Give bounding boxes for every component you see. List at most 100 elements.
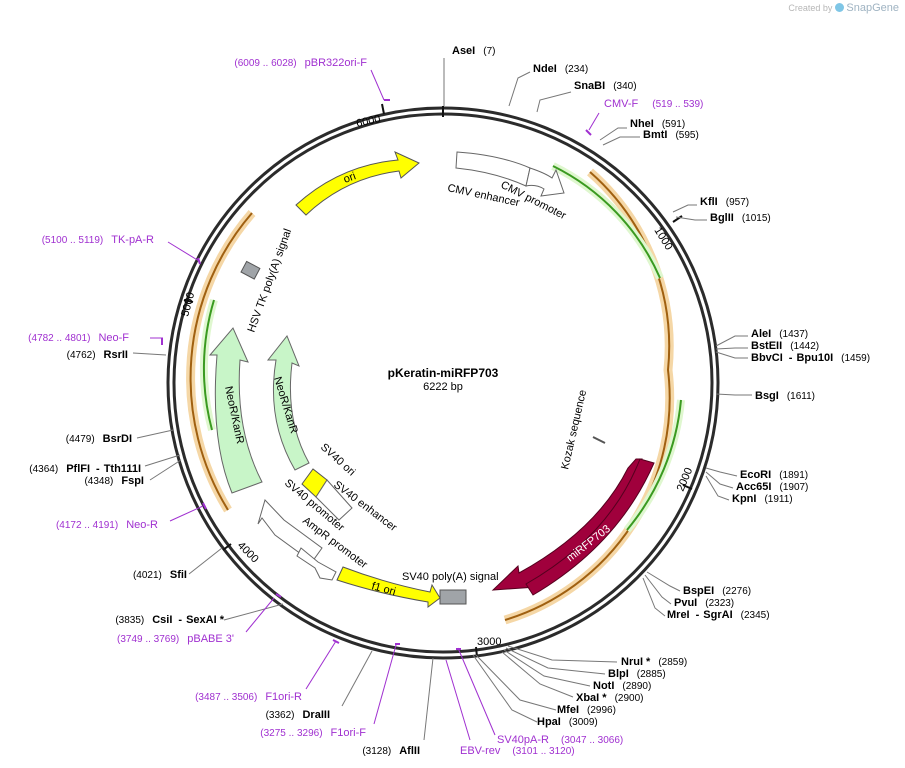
- f1-ori-feature[interactable]: [336, 566, 441, 608]
- svg-text:(3362)DraIII: (3362)DraIII: [266, 709, 330, 721]
- site-fspI[interactable]: FspI: [121, 475, 144, 487]
- svg-text:(5100 .. 5119)TK-pA-R: (5100 .. 5119) TK-pA-R: [42, 234, 154, 246]
- site-hpaI-pos: (3009): [569, 717, 598, 728]
- primer-labels: (6009 .. 6028) pBR322ori-F CMV-F(519 .. 5…: [28, 57, 703, 757]
- site-pflfI[interactable]: PflFI: [66, 463, 90, 475]
- site-sexaI[interactable]: SexAI *: [186, 614, 225, 626]
- site-notI-pos: (2890): [622, 681, 651, 692]
- primer-tk-pa-r[interactable]: TK-pA-R: [111, 234, 154, 246]
- site-bsgI-pos: (1611): [787, 391, 815, 402]
- site-bpu10I[interactable]: Bpu10I: [796, 352, 833, 364]
- primer-tk-pa-r-range: (5100 .. 5119): [42, 235, 104, 246]
- primer-ebv-rev[interactable]: EBV-rev: [460, 745, 501, 757]
- svg-text:BglII(1015): BglII(1015): [710, 212, 771, 224]
- kozak-label: Kozak sequence: [559, 389, 589, 471]
- site-leaders: [132, 58, 752, 741]
- site-aseI-pos: (7): [483, 46, 495, 57]
- svg-text:NotI(2890): NotI (2890): [593, 680, 651, 692]
- sv40-enhancer-feature[interactable]: [315, 479, 353, 521]
- svg-text:BstEII(1442): BstEII (1442): [751, 340, 819, 352]
- cmv-promoter-feature[interactable]: [525, 167, 565, 197]
- site-aleI-pos: (1437): [779, 329, 808, 340]
- site-bsrdI[interactable]: BsrDI: [103, 433, 132, 445]
- site-pvuI[interactable]: PvuI: [674, 597, 697, 609]
- site-aflII[interactable]: AflII: [399, 745, 420, 757]
- site-nheI[interactable]: NheI: [630, 118, 654, 130]
- site-acc65I[interactable]: Acc65I: [736, 481, 771, 493]
- site-mreI[interactable]: MreI: [667, 609, 690, 621]
- kozak-marker: [592, 436, 606, 444]
- site-bsteII-pos: (1442): [790, 341, 819, 352]
- site-kflI[interactable]: KflI: [700, 196, 718, 208]
- mirfp703-feature-body: [525, 458, 655, 596]
- svg-text:NheI(591): NheI(591): [630, 118, 685, 130]
- neor-kanr-outer-feature[interactable]: [208, 327, 263, 494]
- site-hpaI[interactable]: HpaI: [537, 716, 561, 728]
- svg-text:AleI(1437): AleI (1437): [751, 328, 808, 340]
- primer-sv40pa-r-range: (3047 .. 3066): [561, 735, 623, 746]
- primer-pbabe3-range: (3749 .. 3769): [117, 634, 179, 645]
- cmv-enhancer-feature[interactable]: [455, 151, 531, 187]
- plasmid-name: pKeratin-miRFP703: [388, 366, 499, 380]
- site-snabI[interactable]: SnaBI: [574, 80, 605, 92]
- site-draIII[interactable]: DraIII: [302, 709, 330, 721]
- site-csiI-pos: (3835): [115, 615, 144, 626]
- primer-neo-f[interactable]: Neo-F: [98, 332, 129, 344]
- site-bsgI[interactable]: BsgI: [755, 390, 779, 402]
- site-ndeI[interactable]: NdeI: [533, 63, 557, 75]
- site-bspeI[interactable]: BspEI: [683, 585, 714, 597]
- site-ecorI[interactable]: EcoRI: [740, 469, 771, 481]
- neor-kanr-inner-feature[interactable]: [266, 335, 310, 471]
- sv40-promoter-feature[interactable]: [257, 499, 323, 563]
- primer-pbabe3[interactable]: pBABE 3': [187, 633, 234, 645]
- primer-pbr322ori-f[interactable]: pBR322ori-F: [305, 57, 368, 69]
- primer-cmv-f[interactable]: CMV-F: [604, 98, 639, 110]
- site-kpnI[interactable]: KpnI: [732, 493, 756, 505]
- svg-text:BsgI(1611): BsgI (1611): [755, 390, 815, 402]
- primer-f1ori-r[interactable]: F1ori-R: [265, 691, 302, 703]
- site-labels: AseI(7) NdeI(234) SnaBI(340) NheI(591) B…: [29, 45, 870, 757]
- site-snabI-pos: (340): [613, 81, 636, 92]
- primer-pbr322ori-f-range: (6009 .. 6028): [234, 58, 296, 69]
- svg-text:(3128)AflII: (3128)AflII: [362, 745, 420, 757]
- sv40-polya-label: SV40 poly(A) signal: [402, 571, 499, 583]
- green-bar-left: [202, 299, 215, 431]
- site-tth111I[interactable]: Tth111I: [104, 463, 141, 475]
- site-kpnI-pos: (1911): [764, 494, 792, 505]
- svg-text:(4479)BsrDI: (4479)BsrDI: [66, 433, 132, 445]
- site-sfiI[interactable]: SfiI: [170, 569, 187, 581]
- site-sgraI[interactable]: SgrAI: [703, 609, 732, 621]
- site-acc65I-pos: (1907): [779, 482, 808, 493]
- ampr-promoter-feature[interactable]: [296, 547, 337, 581]
- sv40-polya-box[interactable]: [439, 589, 467, 605]
- site-aleI[interactable]: AleI: [751, 328, 771, 340]
- site-bmtI-pos: (595): [675, 130, 698, 141]
- site-notI[interactable]: NotI: [593, 680, 614, 692]
- primer-leaders: [150, 69, 600, 741]
- primer-neo-f-range: (4782 .. 4801): [28, 333, 90, 344]
- site-mfeI[interactable]: MfeI: [557, 704, 579, 716]
- primer-sv40pa-r[interactable]: SV40pA-R: [497, 734, 549, 746]
- hsv-tk-polya-label: HSV TK poly(A) signal: [246, 227, 295, 334]
- tick-6000: 6000: [355, 113, 381, 130]
- hsv-tk-polya-box[interactable]: [240, 260, 261, 280]
- site-xbaI[interactable]: XbaI *: [576, 692, 607, 704]
- green-bar-top: [552, 165, 661, 279]
- site-separator: -: [96, 463, 100, 475]
- site-aseI[interactable]: AseI: [452, 45, 475, 57]
- site-nruI[interactable]: NruI *: [621, 656, 651, 668]
- site-blpI[interactable]: BlpI: [608, 668, 629, 680]
- site-rsrII[interactable]: RsrII: [104, 349, 128, 361]
- site-bbvcI[interactable]: BbvCI: [751, 352, 783, 364]
- site-bglII[interactable]: BglII: [710, 212, 734, 224]
- primer-neo-r[interactable]: Neo-R: [126, 519, 158, 531]
- primer-f1ori-f[interactable]: F1ori-F: [331, 727, 367, 739]
- ori-feature[interactable]: [295, 151, 420, 216]
- snapgene-name: SnapGene: [846, 2, 899, 14]
- site-bsteII[interactable]: BstEII: [751, 340, 782, 352]
- site-csiI[interactable]: CsiI: [152, 614, 172, 626]
- svg-text:CMV-F(519 .. 539): CMV-F(519 .. 539): [604, 98, 703, 110]
- site-bmtI[interactable]: BmtI: [643, 129, 667, 141]
- primer-ebv-rev-range: (3101 .. 3120): [512, 746, 574, 757]
